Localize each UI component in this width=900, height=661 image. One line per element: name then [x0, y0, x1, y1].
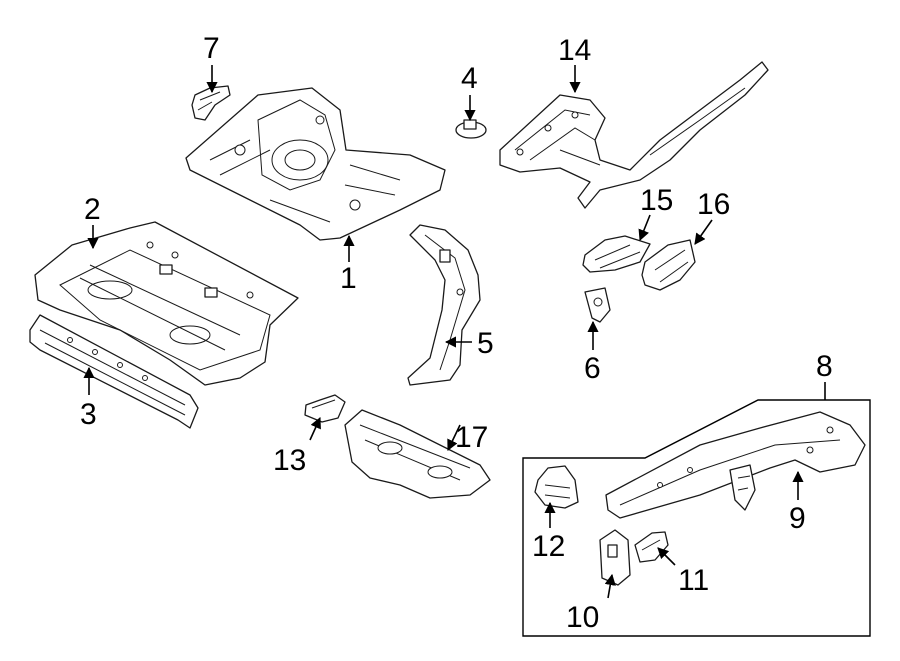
part-12-bracket[interactable]	[534, 465, 579, 509]
callout-11: 11	[678, 564, 709, 597]
part-4-plug[interactable]	[455, 119, 487, 139]
part-3-rail[interactable]	[29, 314, 199, 429]
part-11-bracket[interactable]	[634, 531, 669, 563]
callout-10: 10	[566, 601, 599, 634]
part-7-bracket[interactable]	[191, 85, 231, 121]
callout-9: 9	[789, 502, 806, 535]
callout-labels: 1 2 3 4 5 6 7 8 9 10 11 12 13 14 15 16 1…	[80, 32, 833, 634]
part-9-inner-bracket[interactable]	[729, 464, 756, 511]
callout-2: 2	[84, 193, 101, 226]
callout-13: 13	[273, 444, 306, 477]
part-17-crossmember[interactable]	[344, 409, 491, 499]
part-5-pillar[interactable]	[407, 224, 481, 386]
callout-17: 17	[455, 421, 488, 454]
part-14-crossmember[interactable]	[499, 61, 769, 209]
part-13-bracket[interactable]	[304, 394, 346, 423]
callout-8: 8	[816, 350, 833, 383]
part-9-frame-rail[interactable]	[605, 411, 866, 519]
part-2-floor-pan[interactable]	[34, 221, 299, 386]
callout-5: 5	[477, 327, 494, 360]
callout-12: 12	[532, 530, 565, 563]
callout-16: 16	[697, 188, 730, 221]
callout-3: 3	[80, 398, 97, 431]
callout-4: 4	[461, 62, 478, 95]
leader-lines	[83, 65, 826, 599]
callout-6: 6	[584, 352, 601, 385]
callout-1: 1	[340, 262, 357, 295]
part-10-bracket[interactable]	[599, 529, 631, 586]
part-15-bracket[interactable]	[582, 235, 651, 273]
callout-15: 15	[640, 184, 673, 217]
part-6-gusset[interactable]	[584, 287, 611, 323]
callout-14: 14	[558, 34, 591, 67]
part-16-bracket[interactable]	[641, 239, 696, 291]
callout-7: 7	[203, 32, 220, 65]
part-1-rear-floor-pan[interactable]	[185, 87, 446, 241]
